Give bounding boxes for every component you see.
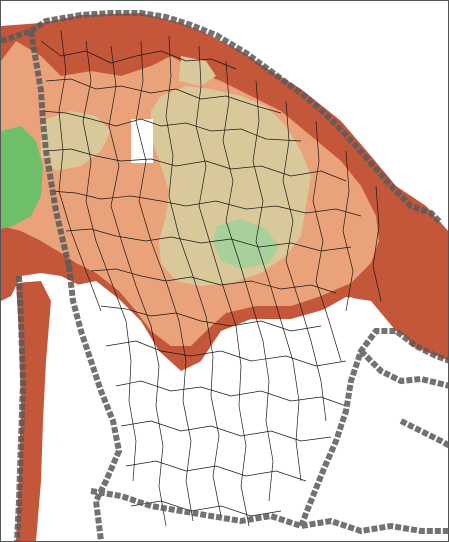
no-data-south: [71, 281, 371, 541]
class-zone-very-high-east: [396, 233, 448, 361]
no-data-patch: [131, 119, 153, 163]
class-zone-very-high-west-strip: [16, 281, 51, 541]
ceara-state-border: [29, 10, 444, 226]
municipality-boundaries: [40, 30, 382, 527]
class-zone-very-low-west: [1, 126, 43, 229]
no-data-northeast: [211, 1, 448, 206]
class-zone-moderate-north: [179, 56, 216, 86]
no-data-northwest-corner: [1, 1, 61, 23]
no-data-southeast: [376, 361, 448, 441]
class-layer-very-low: [1, 126, 43, 229]
class-zone-moderate-northwest: [41, 111, 111, 171]
state-boundaries: [1, 10, 448, 541]
